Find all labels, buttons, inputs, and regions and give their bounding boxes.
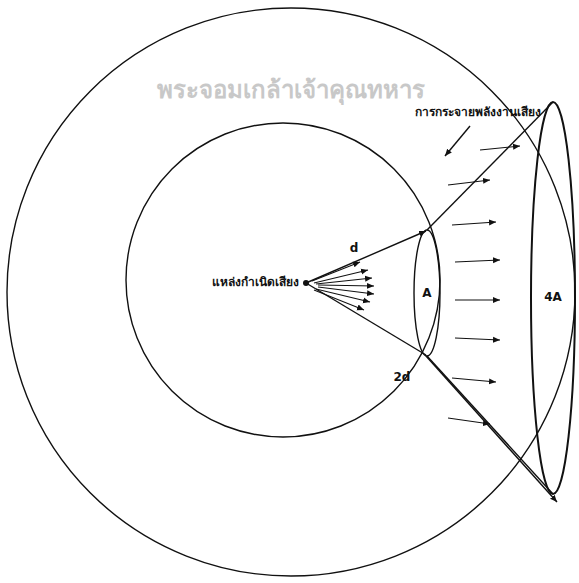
area-label: 4A (544, 291, 562, 304)
area-label: A (422, 287, 431, 300)
energy-spread-label: การกระจายพลังงานเสียง (415, 106, 541, 119)
watermark-text: พระจอมเกล้าเจ้าคุณทหาร (157, 77, 425, 103)
distance-label: 2d (394, 371, 411, 384)
source-label: แหล่งกำเนิดเสียง (212, 276, 299, 289)
distance-label: d (350, 242, 359, 255)
source-dot (303, 280, 309, 286)
